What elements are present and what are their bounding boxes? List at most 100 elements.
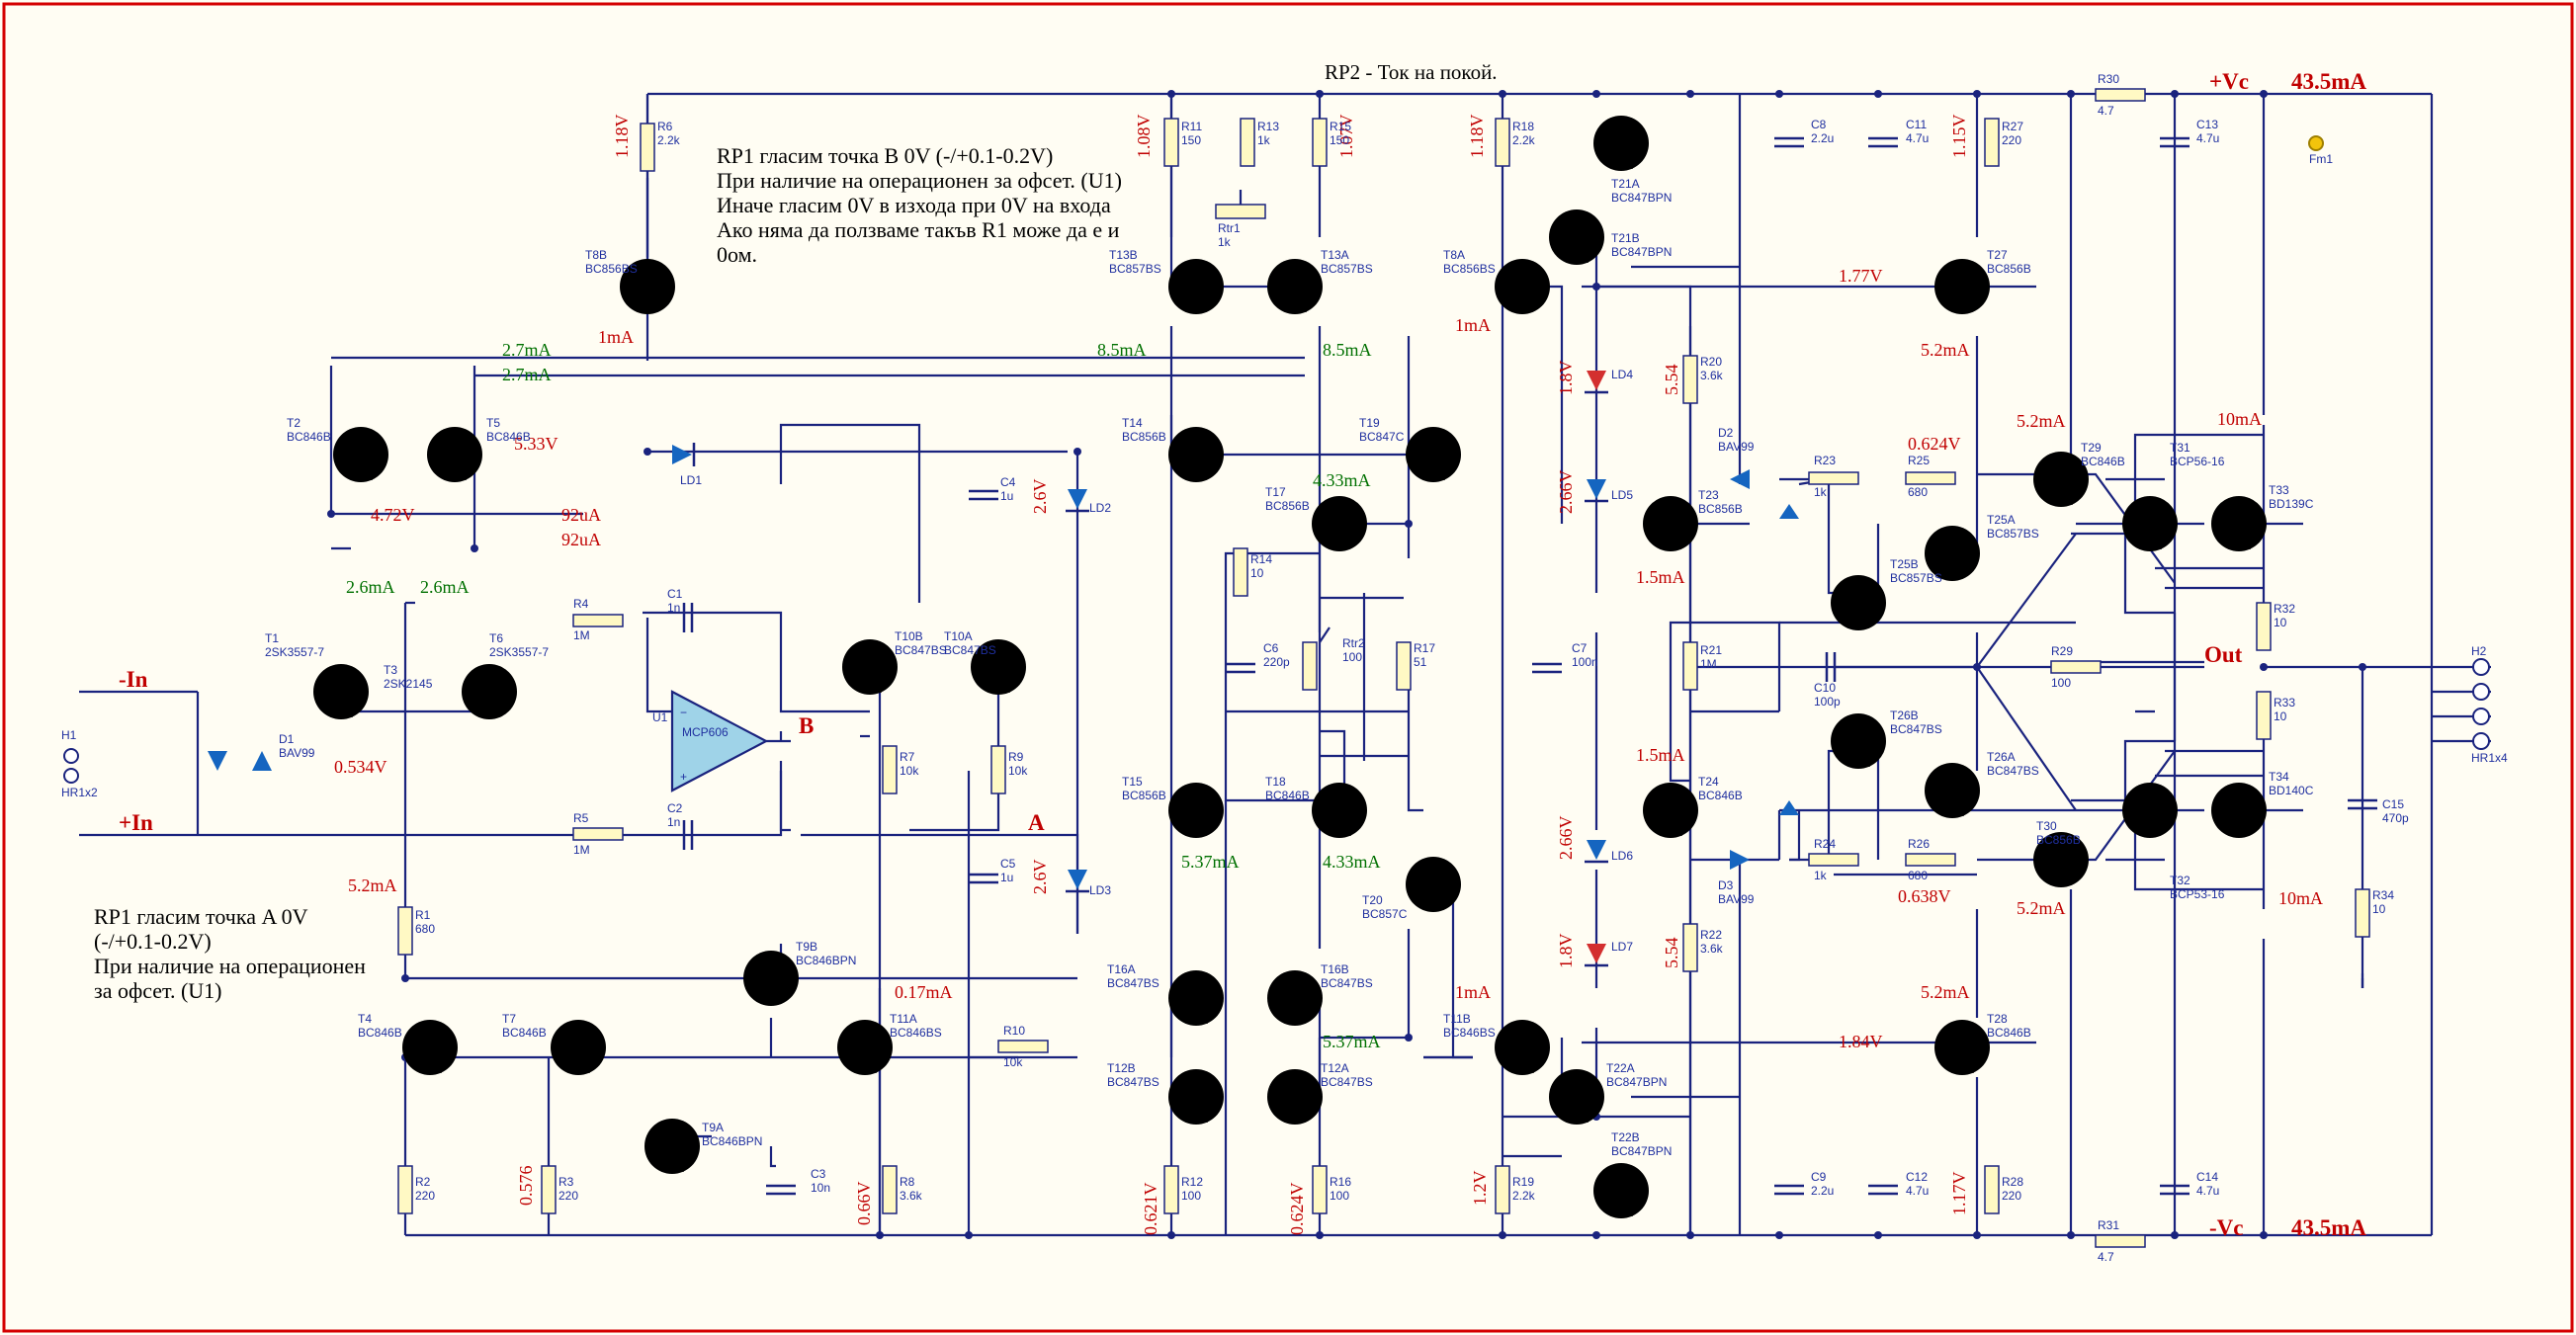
transistor-T25B[interactable] [1831, 575, 1886, 630]
transistor-T7[interactable] [551, 1020, 606, 1075]
resistor-R20[interactable] [1682, 355, 1698, 404]
capacitor-C3[interactable] [766, 1184, 796, 1196]
resistor-R16[interactable] [1312, 1165, 1328, 1214]
transistor-T24[interactable] [1643, 783, 1698, 838]
transistor-T16B[interactable] [1267, 970, 1323, 1026]
diode-D1[interactable] [208, 751, 272, 771]
resistor-R27[interactable] [1984, 118, 2000, 167]
connector-H2[interactable] [2472, 658, 2490, 750]
transistor-T21A[interactable] [1593, 116, 1649, 171]
transistor-T18[interactable] [1312, 783, 1367, 838]
resistor-R12[interactable] [1163, 1165, 1179, 1214]
opamp-U1[interactable]: − + [670, 690, 791, 793]
transistor-T1[interactable] [313, 664, 369, 719]
diode-D3[interactable] [1730, 800, 1799, 870]
led-LD2[interactable] [1066, 489, 1089, 513]
capacitor-C13[interactable] [2160, 136, 2190, 148]
resistor-R22[interactable] [1682, 923, 1698, 972]
resistor-R11[interactable] [1163, 118, 1179, 167]
resistor-R30[interactable] [2095, 88, 2146, 102]
capacitor-C2[interactable] [682, 820, 694, 850]
transistor-T13B[interactable] [1168, 259, 1224, 314]
resistor-R13[interactable] [1240, 118, 1255, 167]
capacitor-C14[interactable] [2160, 1184, 2190, 1196]
pot-Rtr1[interactable] [1215, 204, 1266, 219]
transistor-T12A[interactable] [1267, 1069, 1323, 1125]
transistor-T26A[interactable] [1925, 763, 1980, 818]
transistor-T6[interactable] [462, 664, 517, 719]
resistor-R4[interactable] [572, 614, 624, 627]
resistor-R17[interactable] [1396, 641, 1412, 691]
capacitor-C6[interactable] [1226, 662, 1255, 674]
transistor-T13A[interactable] [1267, 259, 1323, 314]
diode-D2[interactable] [1730, 469, 1799, 519]
transistor-T33[interactable] [2211, 496, 2267, 551]
resistor-R23[interactable] [1808, 471, 1859, 485]
resistor-R7[interactable] [882, 745, 898, 794]
transistor-T20[interactable] [1406, 857, 1461, 912]
transistor-T22B[interactable] [1593, 1163, 1649, 1218]
connector-H1[interactable] [63, 748, 79, 784]
resistor-R24[interactable] [1808, 853, 1859, 867]
resistor-R9[interactable] [990, 745, 1006, 794]
transistor-T2[interactable] [333, 427, 388, 482]
led-LD3[interactable] [1066, 870, 1089, 893]
transistor-T17[interactable] [1312, 496, 1367, 551]
transistor-T10B[interactable] [842, 639, 898, 695]
resistor-R14[interactable] [1233, 547, 1248, 597]
transistor-T31[interactable] [2122, 496, 2178, 551]
transistor-T8A[interactable] [1495, 259, 1550, 314]
resistor-R21[interactable] [1682, 641, 1698, 691]
transistor-T15[interactable] [1168, 783, 1224, 838]
transistor-T9A[interactable] [644, 1119, 700, 1174]
resistor-R26[interactable] [1905, 853, 1956, 867]
resistor-R18[interactable] [1495, 118, 1510, 167]
transistor-T23[interactable] [1643, 496, 1698, 551]
transistor-T5[interactable] [427, 427, 482, 482]
capacitor-C7[interactable] [1532, 662, 1562, 674]
resistor-R33[interactable] [2256, 691, 2272, 740]
capacitor-C1[interactable] [682, 603, 694, 632]
resistor-R2[interactable] [397, 1165, 413, 1214]
capacitor-C5[interactable] [969, 873, 998, 884]
resistor-R34[interactable] [2355, 888, 2370, 938]
transistor-T22A[interactable] [1549, 1069, 1604, 1125]
capacitor-C8[interactable] [1774, 136, 1804, 148]
pot-Rtr2[interactable] [1302, 641, 1318, 691]
resistor-R8[interactable] [882, 1165, 898, 1214]
transistor-T27[interactable] [1934, 259, 1990, 314]
capacitor-C10[interactable] [1825, 652, 1837, 682]
transistor-T11A[interactable] [837, 1020, 893, 1075]
transistor-T9B[interactable] [743, 951, 799, 1006]
resistor-R25[interactable] [1905, 471, 1956, 485]
led-LD7[interactable] [1585, 944, 1608, 967]
led-LD5[interactable] [1585, 479, 1608, 503]
transistor-T21B[interactable] [1549, 209, 1604, 265]
transistor-T26B[interactable] [1831, 713, 1886, 769]
transistor-T19[interactable] [1406, 427, 1461, 482]
resistor-R10[interactable] [997, 1040, 1049, 1053]
resistor-R32[interactable] [2256, 602, 2272, 651]
capacitor-C9[interactable] [1774, 1184, 1804, 1196]
resistor-R31[interactable] [2095, 1234, 2146, 1248]
transistor-T14[interactable] [1168, 427, 1224, 482]
led-LD4[interactable] [1585, 371, 1608, 394]
capacitor-C15[interactable] [2348, 798, 2377, 810]
transistor-T34[interactable] [2211, 783, 2267, 838]
capacitor-C4[interactable] [969, 489, 998, 501]
capacitor-C11[interactable] [1868, 136, 1898, 148]
resistor-R28[interactable] [1984, 1165, 2000, 1214]
transistor-T16A[interactable] [1168, 970, 1224, 1026]
resistor-R5[interactable] [572, 827, 624, 841]
transistor-T32[interactable] [2122, 783, 2178, 838]
resistor-R1[interactable] [397, 906, 413, 956]
led-LD1[interactable] [672, 443, 696, 466]
transistor-T11B[interactable] [1495, 1020, 1550, 1075]
resistor-R3[interactable] [541, 1165, 557, 1214]
capacitor-C12[interactable] [1868, 1184, 1898, 1196]
transistor-T28[interactable] [1934, 1020, 1990, 1075]
led-LD6[interactable] [1585, 840, 1608, 864]
resistor-R6[interactable] [640, 123, 655, 172]
resistor-R19[interactable] [1495, 1165, 1510, 1214]
resistor-R29[interactable] [2050, 660, 2102, 674]
